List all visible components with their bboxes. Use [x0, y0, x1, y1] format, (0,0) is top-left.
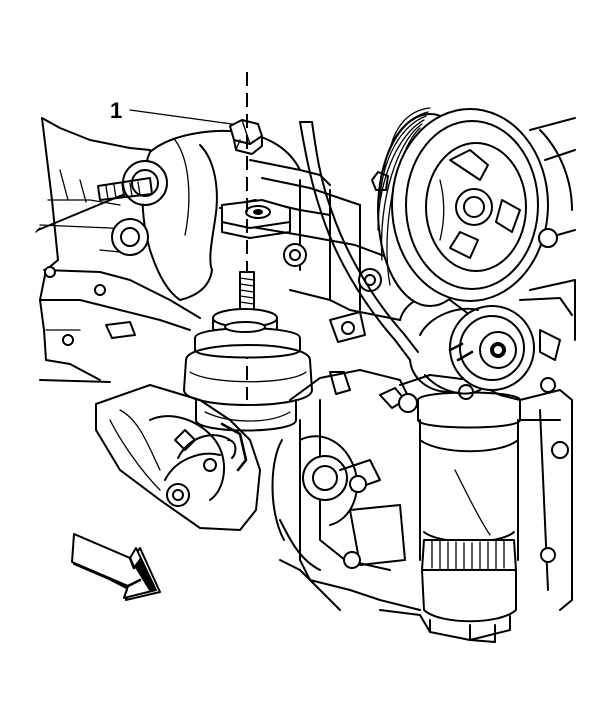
- engine-mount: [183, 308, 313, 432]
- callout-1: 1: [110, 98, 233, 125]
- engine-block-right-top: [371, 117, 576, 361]
- right-block-casting: [379, 374, 573, 633]
- upper-mount-bracket: [221, 199, 291, 239]
- mount-stud: [239, 271, 255, 311]
- mount-nut: [229, 119, 263, 155]
- lower-mount-bracket: [95, 384, 261, 531]
- idler-pulley: [399, 295, 535, 395]
- oil-pan-casting: [271, 369, 421, 611]
- callout-1-label: 1: [110, 98, 122, 123]
- direction-arrow-icon: [71, 533, 161, 601]
- engine-block-left: [35, 117, 201, 383]
- oil-filter: [417, 391, 521, 643]
- callout-1-leader-line: [129, 109, 233, 125]
- power-steering-pulley: [377, 107, 573, 307]
- dipstick-tube: [299, 121, 419, 361]
